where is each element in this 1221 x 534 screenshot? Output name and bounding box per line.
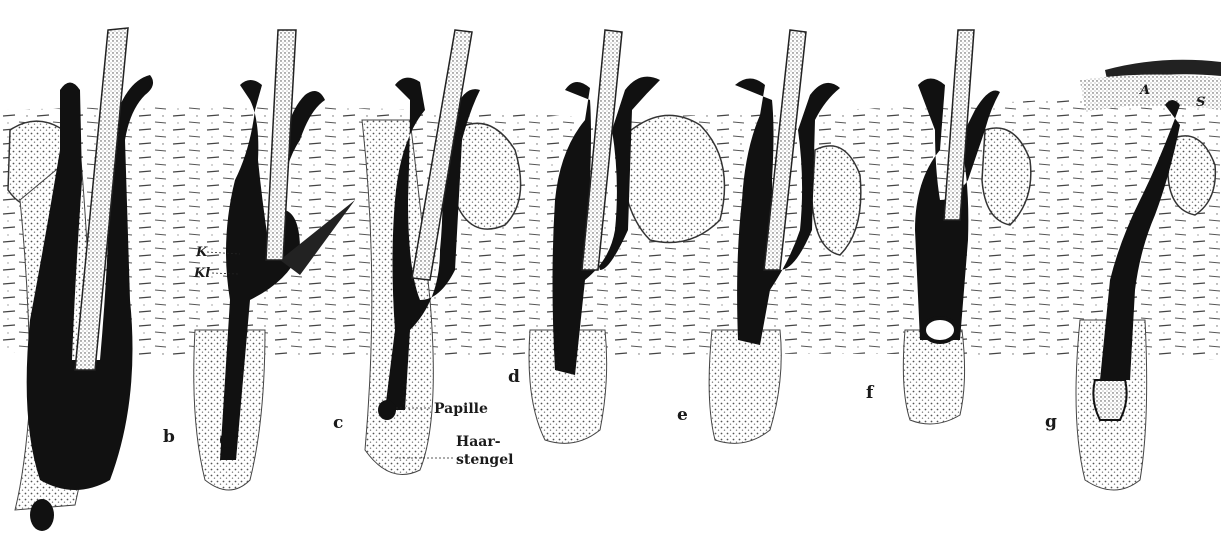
panel-label-f: f [866,383,875,403]
mark-s: S [1196,95,1205,110]
root-sheath-f [903,330,964,424]
bulb-f [924,318,956,342]
bulb-b [220,432,236,448]
root-sheath-e [709,330,781,443]
bulb-g [1093,380,1126,420]
mark-k: K [195,245,208,260]
panel-label-c: c [333,413,343,433]
mark-kl: Kl [193,266,210,281]
label-haarstengel-1: Haar- [456,434,501,450]
mark-a: A [1138,83,1150,98]
panel-label-b: b [163,427,175,447]
papilla-c [378,400,396,420]
bulb-a [30,499,54,531]
label-papille: Papille [434,401,488,417]
panel-label-e: e [677,405,688,425]
panel-label-d: d [508,367,520,387]
panel-label-g: g [1045,412,1057,432]
label-haarstengel-2: stengel [456,452,513,468]
